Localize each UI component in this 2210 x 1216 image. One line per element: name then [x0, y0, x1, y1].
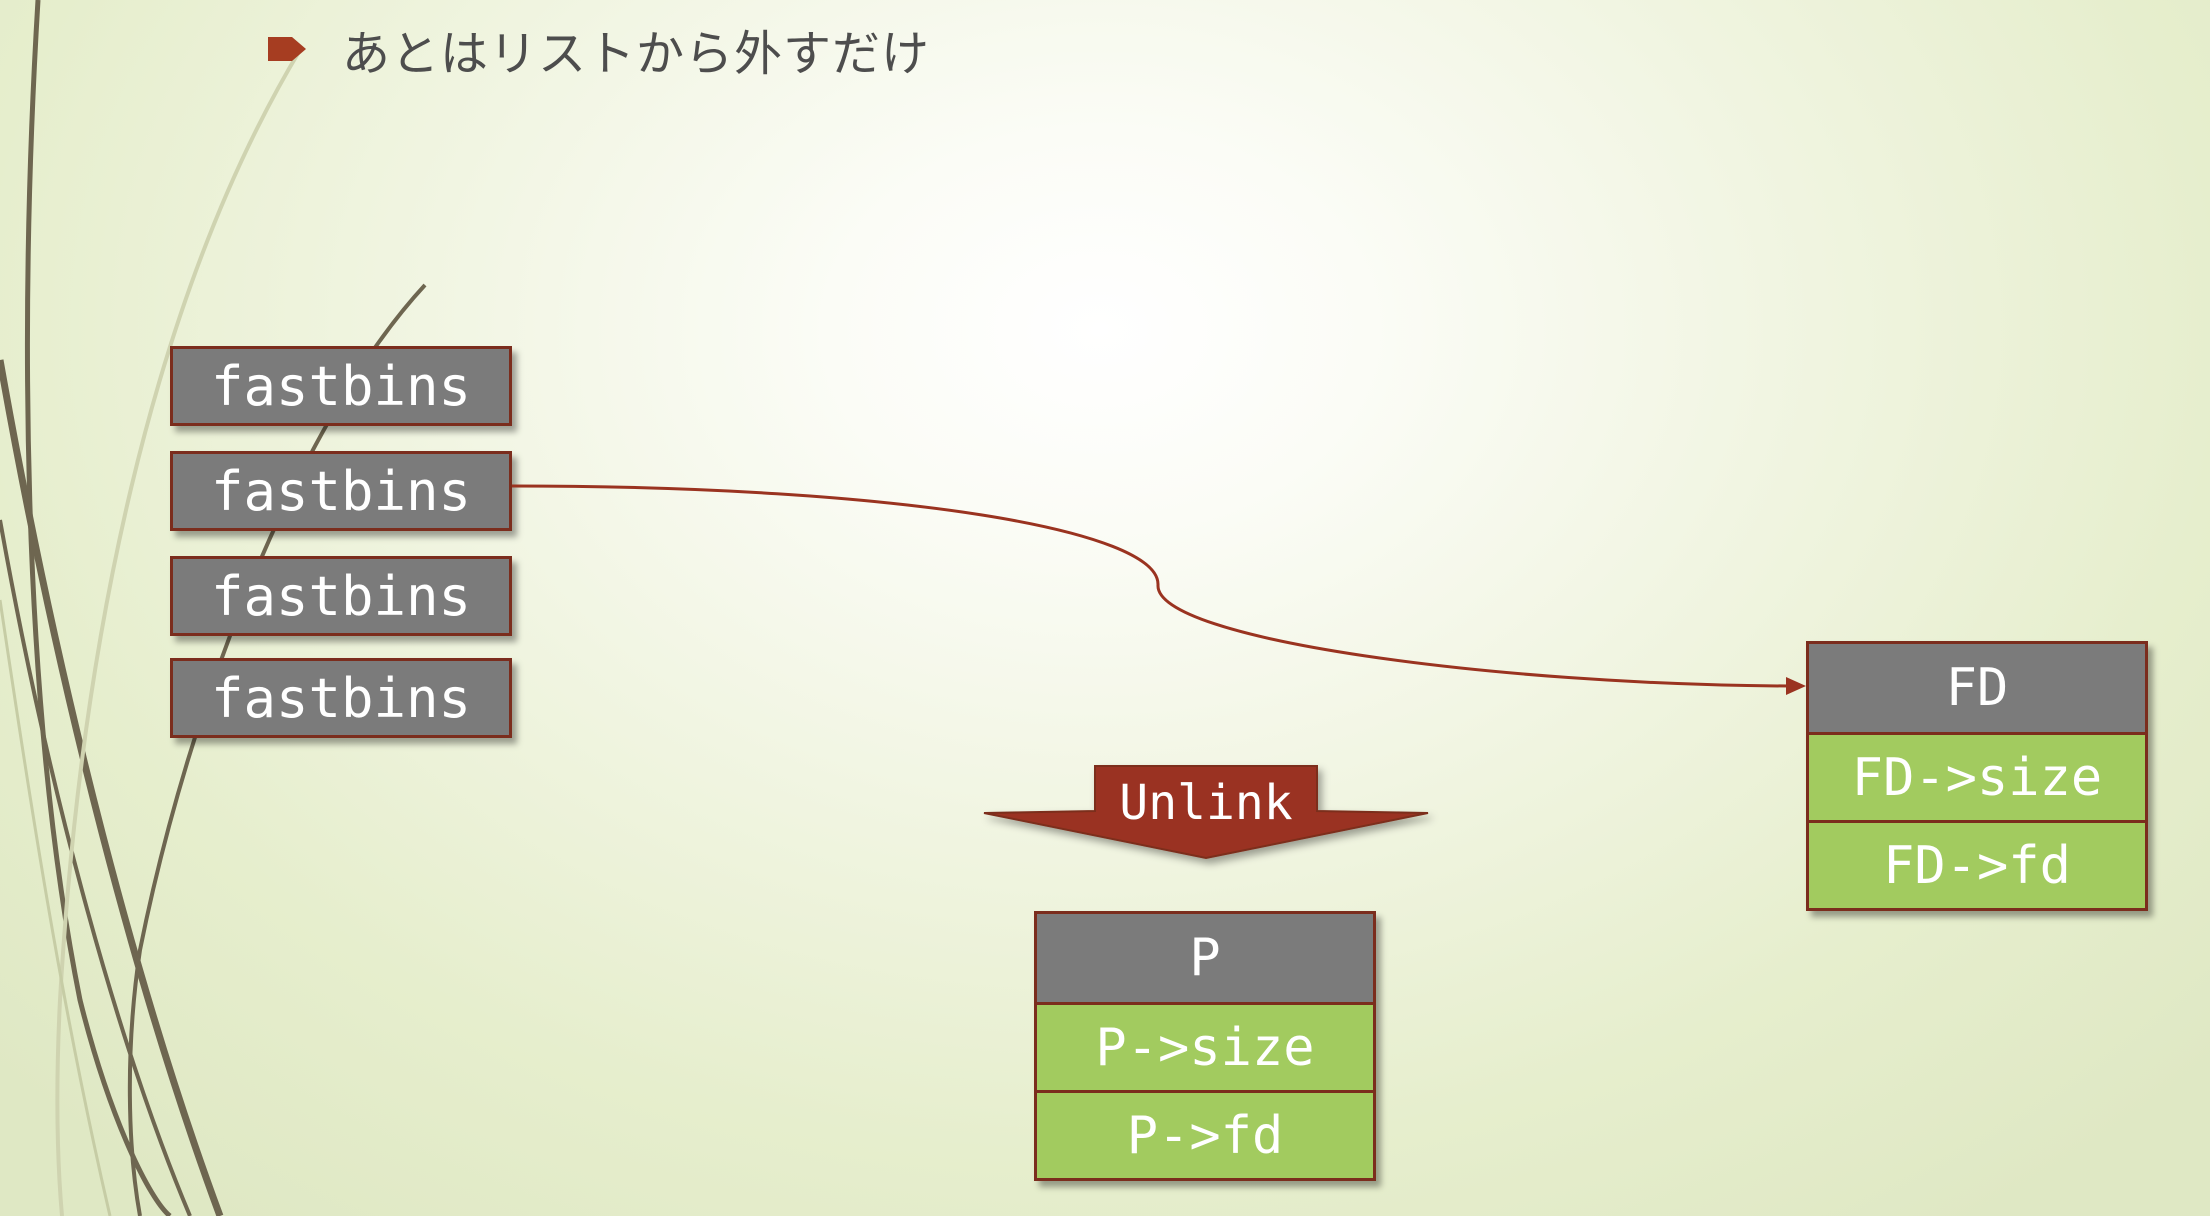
fd-fd-field: FD->fd: [1809, 820, 2145, 908]
arrow-bullet-icon: [268, 37, 306, 61]
connector-arrowhead-icon: [1786, 677, 1806, 695]
p-size-field: P->size: [1037, 1002, 1373, 1090]
fastbin-slot-3: fastbins: [170, 556, 512, 636]
p-chunk: P P->size P->fd: [1034, 911, 1376, 1181]
fd-size-field: FD->size: [1809, 732, 2145, 820]
bullet-text: あとはリストから外すだけ: [342, 26, 931, 82]
fastbin-slot-2: fastbins: [170, 451, 512, 531]
fd-chunk: FD FD->size FD->fd: [1806, 641, 2148, 911]
p-chunk-title: P: [1037, 914, 1373, 1002]
bullet-line: あとはリストから外すだけ: [268, 14, 930, 84]
unlink-label: Unlink: [1119, 775, 1293, 831]
fd-chunk-title: FD: [1809, 644, 2145, 732]
fastbin-slot-1: fastbins: [170, 346, 512, 426]
fastbin-slot-4: fastbins: [170, 658, 512, 738]
p-fd-field: P->fd: [1037, 1090, 1373, 1178]
